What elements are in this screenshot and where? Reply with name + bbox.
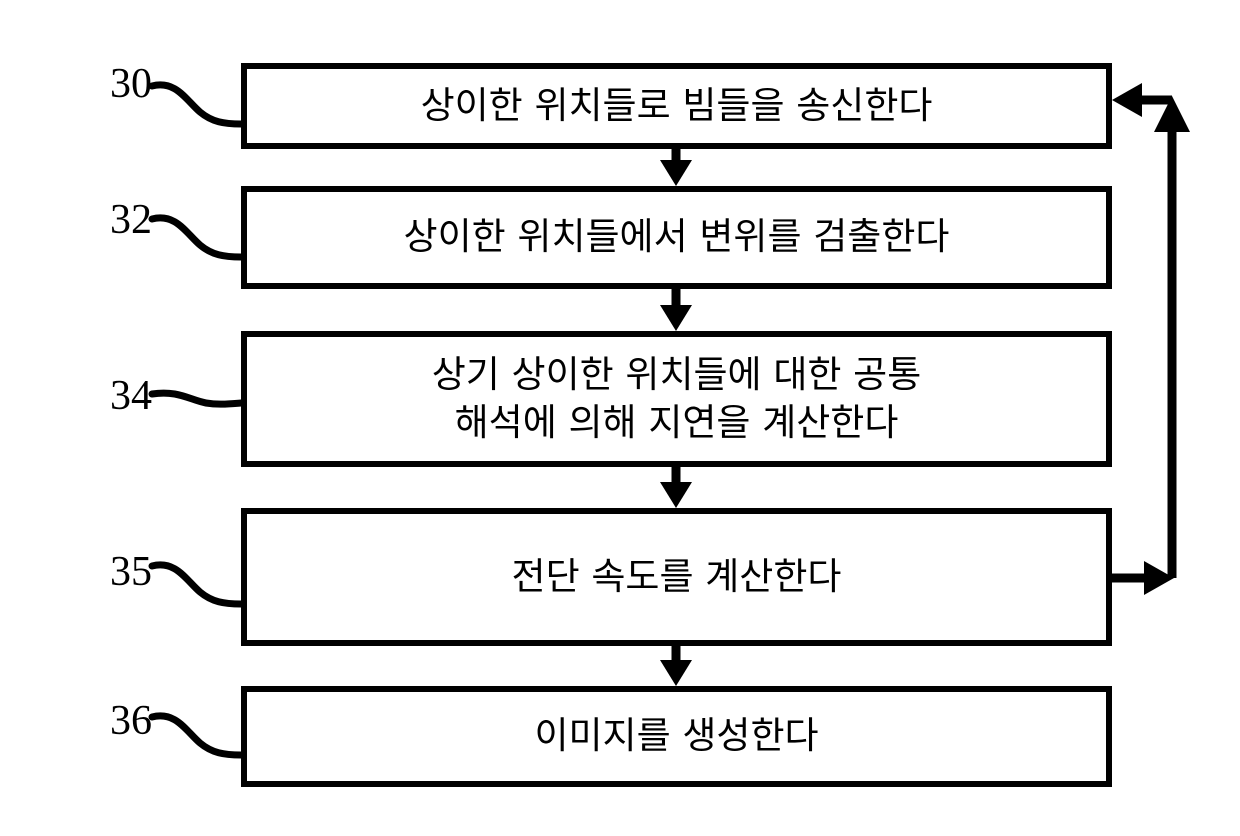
process-box-32-label: 상이한 위치들에서 변위를 검출한다	[403, 215, 950, 259]
process-box-30: 상이한 위치들로 빔들을 송신한다	[241, 63, 1112, 149]
process-box-36-label: 이미지를 생성한다	[534, 714, 819, 758]
process-box-32: 상이한 위치들에서 변위를 검출한다	[241, 186, 1112, 289]
reference-numeral-30: 30	[110, 61, 152, 107]
leader-line-36	[148, 712, 245, 759]
leader-line-30	[148, 81, 245, 128]
reference-numeral-34: 34	[110, 373, 152, 419]
reference-numeral-36: 36	[110, 698, 152, 744]
arrow-30-to-32	[660, 149, 692, 186]
arrow-35-to-36	[660, 646, 692, 686]
reference-numeral-35: 35	[110, 549, 152, 595]
feedback-loop-35-to-30	[1112, 83, 1190, 595]
process-box-36: 이미지를 생성한다	[241, 686, 1112, 787]
process-box-35-label: 전단 속도를 계산한다	[511, 554, 842, 598]
process-box-30-label: 상이한 위치들로 빔들을 송신한다	[420, 83, 933, 127]
arrow-32-to-34	[660, 289, 692, 331]
process-box-34-label: 상기 상이한 위치들에 대한 공통 해석에 의해 지연을 계산한다	[431, 352, 922, 444]
reference-numeral-32: 32	[110, 197, 152, 243]
leader-line-34	[148, 389, 245, 408]
process-box-34: 상기 상이한 위치들에 대한 공통 해석에 의해 지연을 계산한다	[241, 331, 1112, 467]
leader-line-35	[148, 561, 245, 608]
leader-line-32	[148, 214, 245, 261]
process-box-35: 전단 속도를 계산한다	[241, 508, 1112, 646]
arrow-34-to-35	[660, 467, 692, 508]
